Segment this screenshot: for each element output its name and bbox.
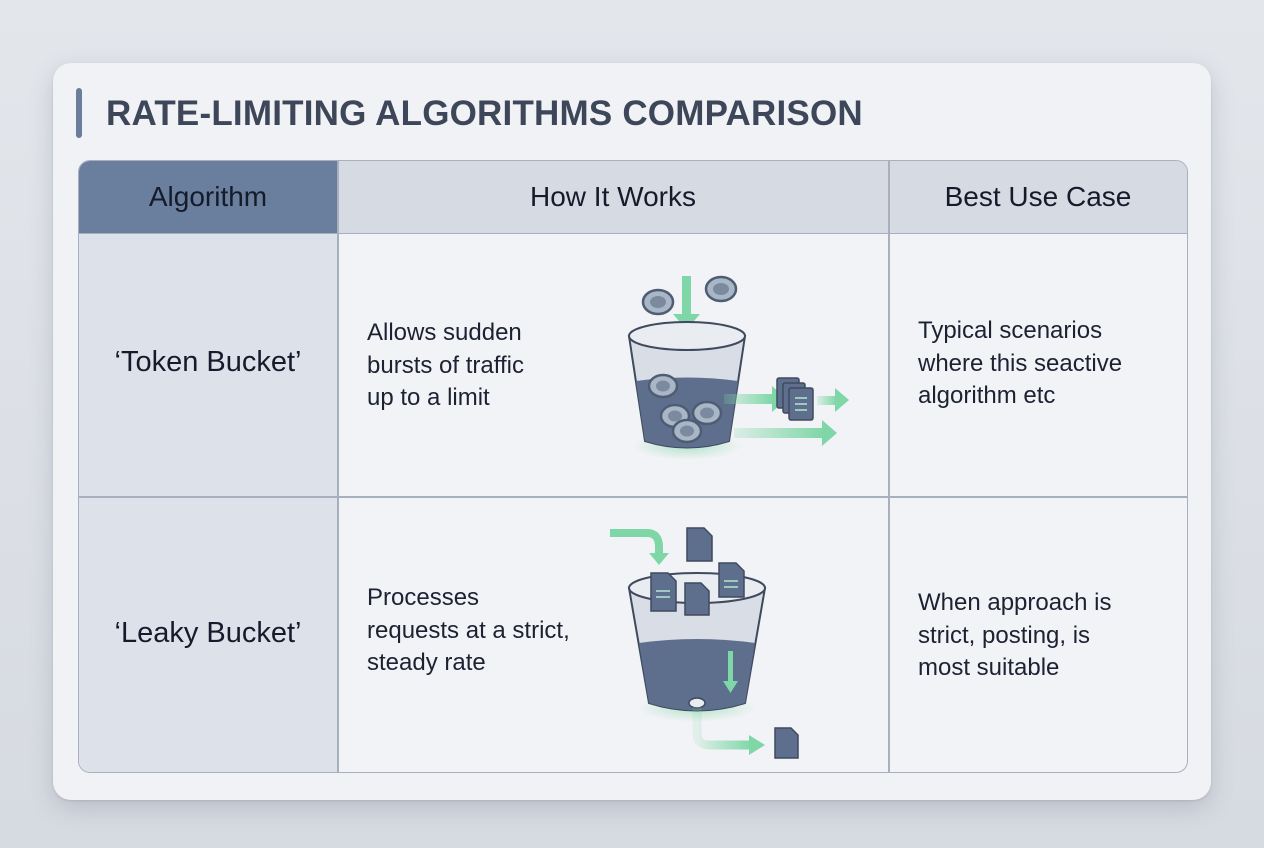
- best-use-case-text: Typical scenarios where this seactive al…: [918, 317, 1123, 409]
- token-bucket-icon: [627, 275, 849, 460]
- best-use-case-text: When approach is strict, posting, is mos…: [918, 589, 1112, 681]
- algorithm-column-bg: [79, 233, 337, 772]
- title-accent-bar: [76, 88, 82, 138]
- header-best-use-case: Best Use Case: [889, 161, 1187, 234]
- page-title: RATE-LIMITING ALGORITHMS COMPARISON: [106, 94, 863, 133]
- header-how-it-works: How It Works: [338, 161, 888, 234]
- comparison-card: RATE-LIMITING ALGORITHMS COMPARISON Algo…: [53, 63, 1211, 800]
- header-algorithm: Algorithm: [79, 161, 337, 234]
- column-divider: [337, 161, 339, 772]
- algorithm-name: ‘Leaky Bucket’: [114, 617, 302, 649]
- comparison-table: Algorithm How It Works Best Use Case ‘To…: [78, 160, 1188, 773]
- algorithm-name: ‘Token Bucket’: [114, 346, 302, 378]
- column-divider: [888, 161, 890, 772]
- row-divider: [79, 496, 1187, 498]
- leaky-bucket-icon: [610, 527, 799, 759]
- how-it-works-text: Processes requests at a strict, steady r…: [367, 584, 570, 676]
- how-it-works-text: Allows sudden bursts of traffic up to a …: [367, 319, 524, 411]
